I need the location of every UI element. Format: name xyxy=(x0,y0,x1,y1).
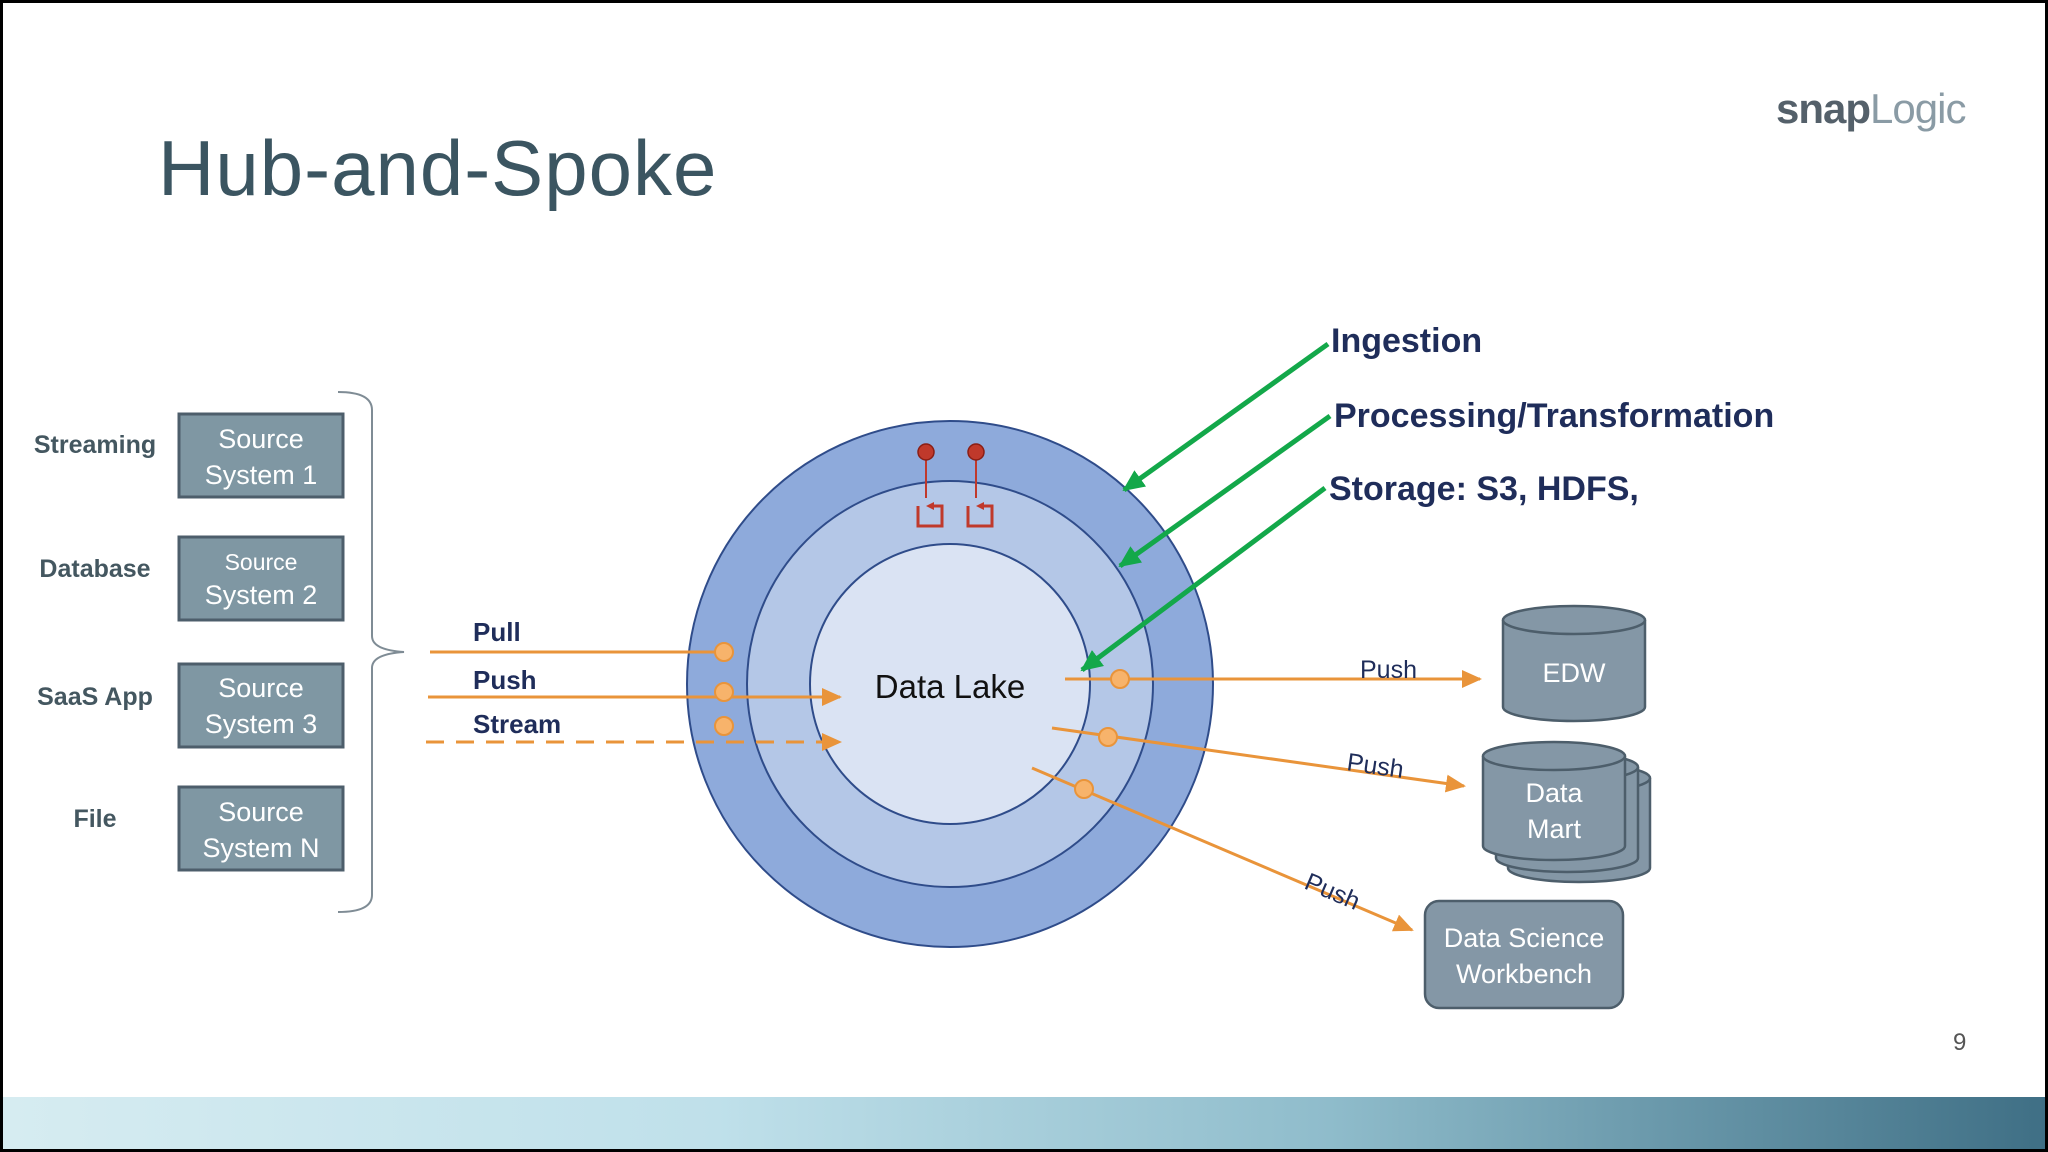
category-label-streaming: Streaming xyxy=(34,431,156,459)
source-box-2-line1: Source xyxy=(225,549,298,575)
push-connector-dot xyxy=(714,682,734,702)
workbench-label-line1: Data Science xyxy=(1444,923,1605,953)
stream-label: Stream xyxy=(473,709,561,739)
workbench-label-line2: Workbench xyxy=(1456,959,1592,989)
process-loop-icon xyxy=(916,443,994,528)
footer-band xyxy=(3,1097,2045,1149)
logo-part-snap: snap xyxy=(1776,85,1871,132)
push-workbench-label: Push xyxy=(1301,868,1364,916)
source-box-3-line1: Source xyxy=(218,673,304,703)
processing-label: Processing/Transformation xyxy=(1334,397,1774,435)
storage-arrow xyxy=(1080,485,1327,673)
category-label-database: Database xyxy=(39,555,150,583)
inner-ring-storage xyxy=(809,543,1091,825)
data-mart-label-line1: Data xyxy=(1525,778,1583,808)
category-label-file: File xyxy=(73,805,116,833)
push-edw-label: Push xyxy=(1360,656,1417,684)
source-box-2: Source System 2 xyxy=(177,535,345,622)
source-box-1-line1: Source xyxy=(218,424,304,454)
category-label-saas-app: SaaS App xyxy=(37,683,153,711)
source-box-1: Source System 1 xyxy=(177,412,345,499)
processing-arrow xyxy=(1118,413,1332,569)
push-to-data-mart-arrow xyxy=(1051,726,1466,793)
ingestion-arrow xyxy=(1122,341,1330,493)
sources-brace xyxy=(337,391,405,913)
storage-label: Storage: S3, HDFS, xyxy=(1329,470,1639,508)
source-box-3-line2: System 3 xyxy=(205,709,318,739)
data-mart-cylinders: Data Mart xyxy=(1481,740,1652,884)
source-box-3: Source System 3 xyxy=(177,662,345,749)
source-box-1-line2: System 1 xyxy=(205,460,318,490)
data-mart-label-line2: Mart xyxy=(1527,814,1581,844)
data-lake-label: Data Lake xyxy=(875,668,1025,705)
page-title: Hub-and-Spoke xyxy=(158,124,718,212)
push-data-mart-label: Push xyxy=(1345,748,1405,784)
source-box-n-line1: Source xyxy=(218,797,304,827)
slide: Hub-and-Spoke snapLogic Streaming Databa… xyxy=(3,3,2045,1149)
edw-connector-dot xyxy=(1110,669,1130,689)
source-box-n-line2: System N xyxy=(202,833,319,863)
logo-part-logic: Logic xyxy=(1870,85,1966,132)
source-box-n: Source System N xyxy=(177,785,345,872)
stream-connector-dot xyxy=(714,716,734,736)
hub-and-spoke-diagram: Streaming Database SaaS App File Source … xyxy=(34,322,1774,1010)
pull-label: Pull xyxy=(473,617,521,647)
source-box-2-line2: System 2 xyxy=(205,580,318,610)
ingestion-label: Ingestion xyxy=(1331,322,1482,360)
workbench-connector-dot xyxy=(1074,779,1094,799)
edw-cylinder: EDW xyxy=(1501,604,1647,723)
push-to-workbench-arrow xyxy=(1031,766,1414,932)
pull-connector-dot xyxy=(714,642,734,662)
snaplogic-logo: snapLogic xyxy=(1776,85,1966,133)
data-science-workbench-box: Data Science Workbench xyxy=(1423,899,1625,1010)
page-number: 9 xyxy=(1953,1029,1967,1056)
edw-label: EDW xyxy=(1543,658,1607,688)
data-mart-connector-dot xyxy=(1098,727,1118,747)
push-label: Push xyxy=(473,665,537,695)
